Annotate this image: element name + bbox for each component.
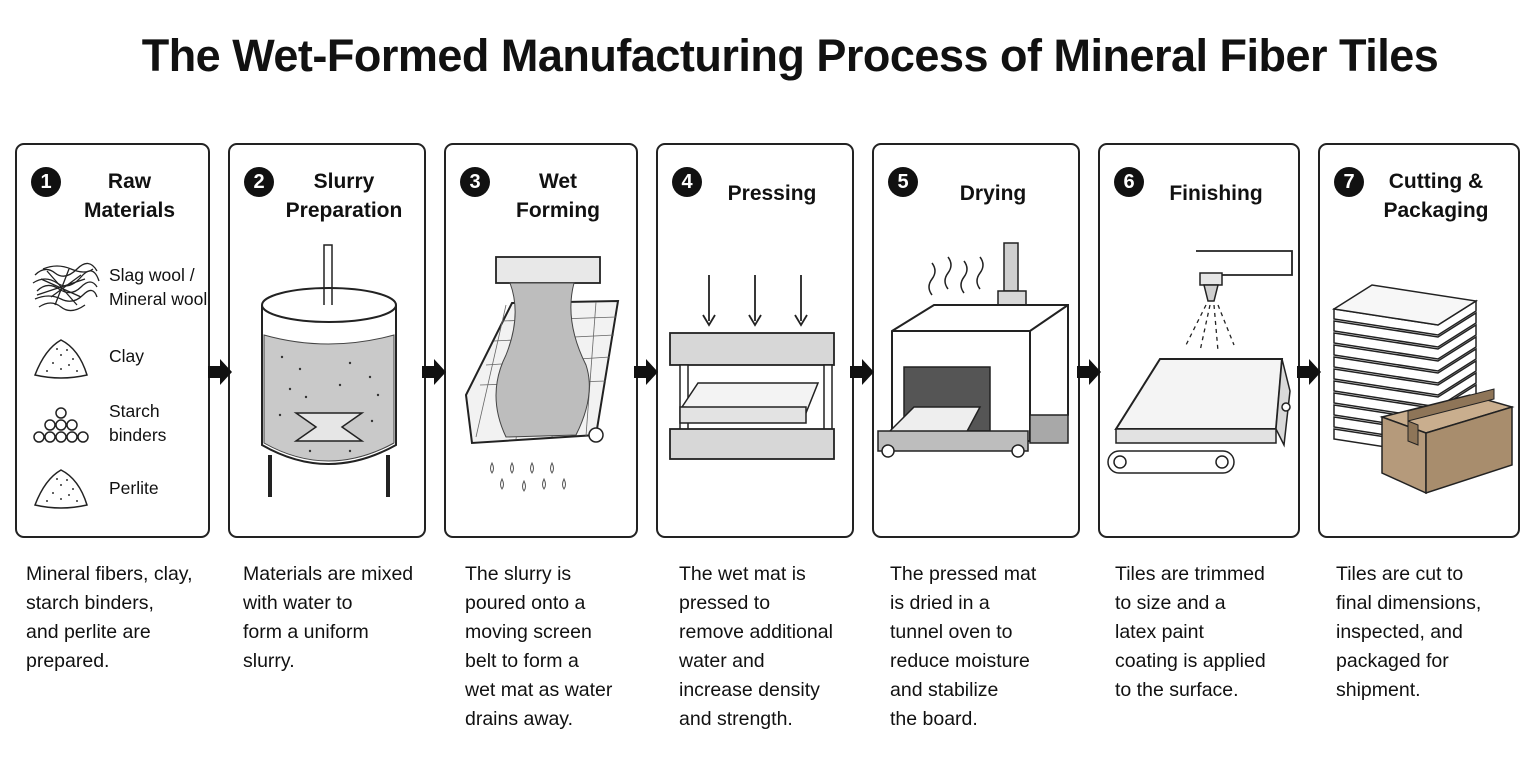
clay-pile-icon <box>33 339 88 379</box>
fiber-wool-icon <box>32 262 100 312</box>
raw-materials-illustration <box>32 262 100 509</box>
material-slag-wool-label: Slag wool / Mineral wool <box>109 265 208 309</box>
arrow-4-5-icon <box>850 359 874 385</box>
step-7-title: Cutting & Packaging <box>1383 170 1489 222</box>
step-4-description: The wet mat is pressed to remove additio… <box>679 563 833 730</box>
material-clay-label: Clay <box>109 346 145 366</box>
page-title: The Wet-Formed Manufacturing Process of … <box>141 30 1439 81</box>
tunnel-oven-icon <box>877 242 1069 458</box>
step-6-panel: 6 Finishing <box>1098 143 1300 538</box>
arrow-3-4-icon <box>634 359 658 385</box>
step-6-number: 6 <box>1114 167 1144 197</box>
step-1-title: Raw Materials <box>83 170 176 222</box>
arrow-1-2-icon <box>208 359 232 385</box>
step-7-panel: 7 Cutting & Packaging <box>1318 143 1520 538</box>
step-3-description: The slurry is poured onto a moving scree… <box>465 563 613 730</box>
material-perlite-label: Perlite <box>109 478 159 498</box>
arrow-6-7-icon <box>1297 359 1321 385</box>
step-2-panel: 2 Slurry Preparation <box>228 143 426 538</box>
step-4-number: 4 <box>672 167 702 197</box>
arrow-5-6-icon <box>1077 359 1101 385</box>
step-2-title: Slurry Preparation <box>285 170 403 222</box>
starch-granules-icon <box>33 407 89 443</box>
step-1-description: Mineral fibers, clay, starch binders, an… <box>26 563 193 672</box>
spray-coating-icon <box>1107 250 1293 474</box>
tile-stack-box-icon <box>1331 284 1515 495</box>
step-5-description: The pressed mat is dried in a tunnel ove… <box>890 563 1037 730</box>
step-3-panel: 3 Wet Forming <box>444 143 638 538</box>
step-2-description: Materials are mixed with water to form a… <box>243 563 414 672</box>
step-1-number: 1 <box>31 167 61 197</box>
perlite-pile-icon <box>33 469 88 509</box>
step-7-number: 7 <box>1334 167 1364 197</box>
mixing-tank-icon <box>261 244 397 497</box>
step-7-description: Tiles are cut to final dimensions, inspe… <box>1336 563 1482 701</box>
press-icon <box>669 275 835 460</box>
step-6-title: Finishing <box>1169 182 1263 205</box>
step-3-number: 3 <box>460 167 490 197</box>
step-5-title: Drying <box>959 182 1027 205</box>
screen-belt-icon <box>464 256 620 492</box>
step-5-panel: 5 Drying <box>872 143 1080 538</box>
step-3-title: Wet Forming <box>516 170 600 222</box>
material-starch-label: Starch binders <box>109 401 167 445</box>
step-2-number: 2 <box>244 167 274 197</box>
step-4-title: Pressing <box>727 182 817 205</box>
arrow-2-3-icon <box>422 359 446 385</box>
step-6-description: Tiles are trimmed to size and a latex pa… <box>1115 563 1266 701</box>
step-4-panel: 4 Pressing <box>656 143 854 538</box>
step-5-number: 5 <box>888 167 918 197</box>
step-1-panel: 1 Raw Materials <box>15 143 210 538</box>
